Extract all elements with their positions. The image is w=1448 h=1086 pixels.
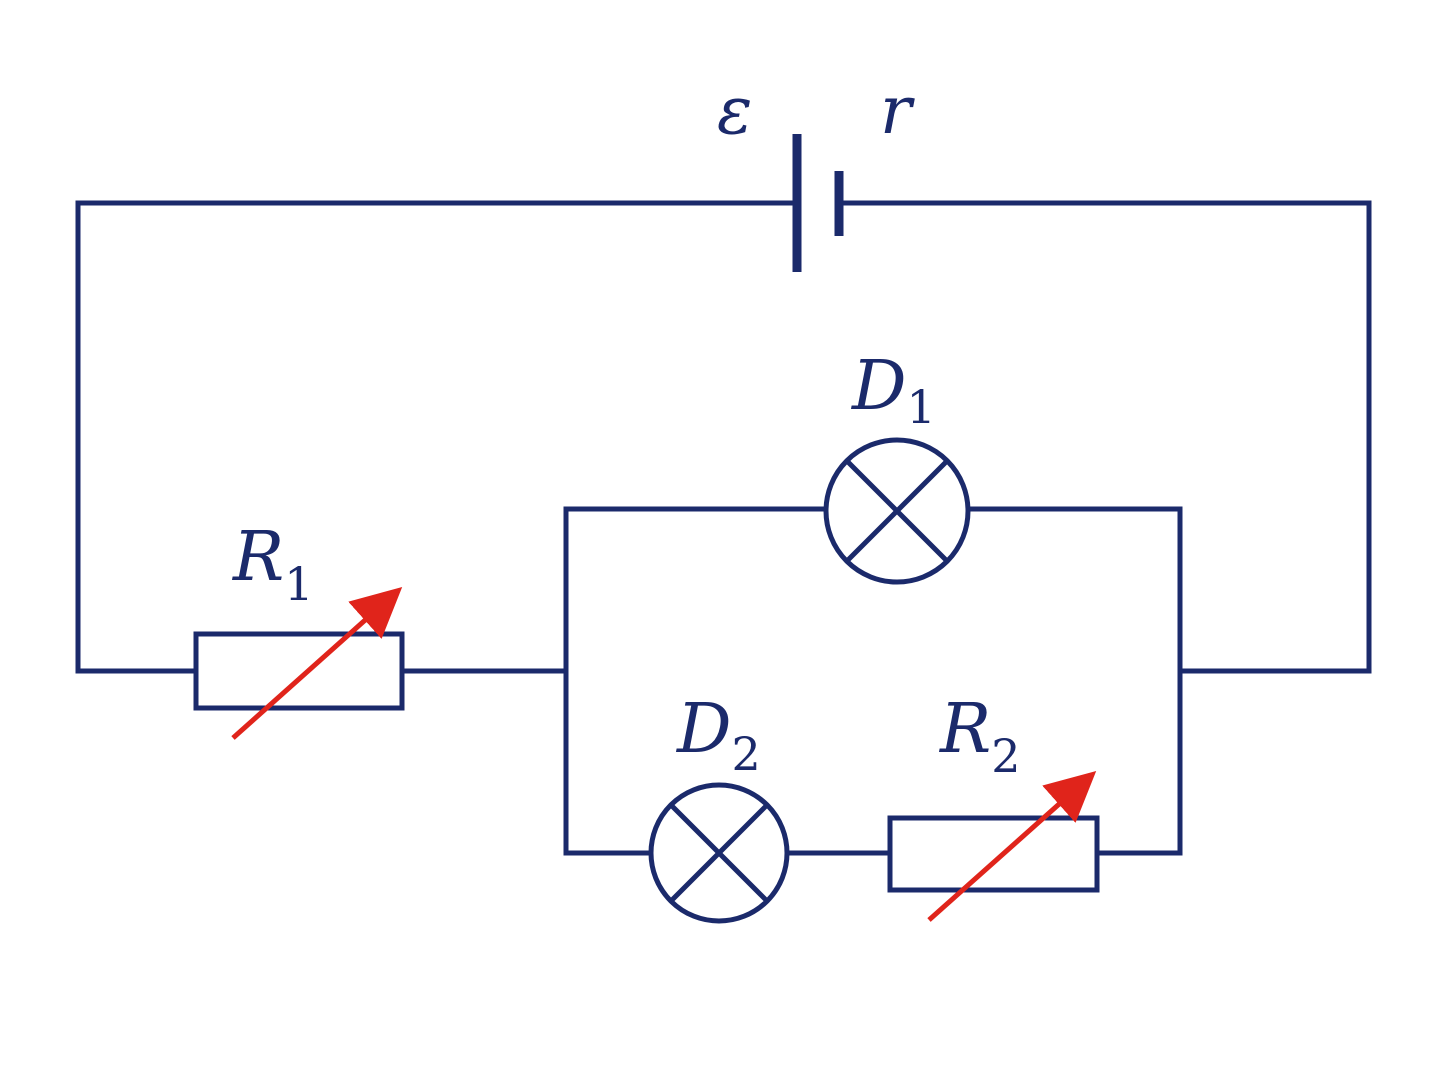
resistor-2-index: 2 — [991, 729, 1020, 783]
lamp-1-index: 1 — [907, 380, 936, 434]
resistor-2-body — [887, 815, 1100, 893]
resistor-1-index: 1 — [284, 557, 313, 611]
resistor-1-body — [193, 631, 405, 711]
lamp-2-label: D2 — [675, 690, 761, 781]
labels: ε r R1 D1 D2 R2 — [231, 72, 1020, 783]
lamp-1-label: D1 — [850, 347, 936, 434]
wires — [75, 200, 1372, 856]
battery — [792, 134, 844, 272]
lamp-2-circle — [648, 782, 790, 924]
resistor-2-symbol: R — [938, 690, 991, 769]
resistor-2-arrow — [927, 771, 1097, 922]
lamp-2-index: 2 — [732, 727, 761, 781]
wire-top-left — [75, 200, 800, 674]
lamp-2 — [648, 782, 790, 924]
wire-top-right — [836, 200, 1372, 674]
variable-resistor-2 — [887, 771, 1100, 922]
variable-resistor-1 — [193, 587, 405, 740]
resistor-1-symbol: R — [231, 518, 284, 597]
lamp-1-symbol: D — [850, 347, 907, 426]
emf-label: ε — [717, 72, 752, 149]
resistor-1-arrow — [231, 587, 403, 740]
resistor-1-label: R1 — [231, 518, 313, 611]
lamp-1-cross-b — [845, 459, 949, 563]
lamp-1-circle — [823, 437, 971, 585]
resistor-2-label: R2 — [938, 690, 1020, 783]
lamp-1 — [823, 437, 971, 585]
lamp-2-cross-b — [669, 803, 769, 903]
internal-resistance-label: r — [880, 72, 915, 149]
lamp-2-symbol: D — [675, 690, 732, 769]
